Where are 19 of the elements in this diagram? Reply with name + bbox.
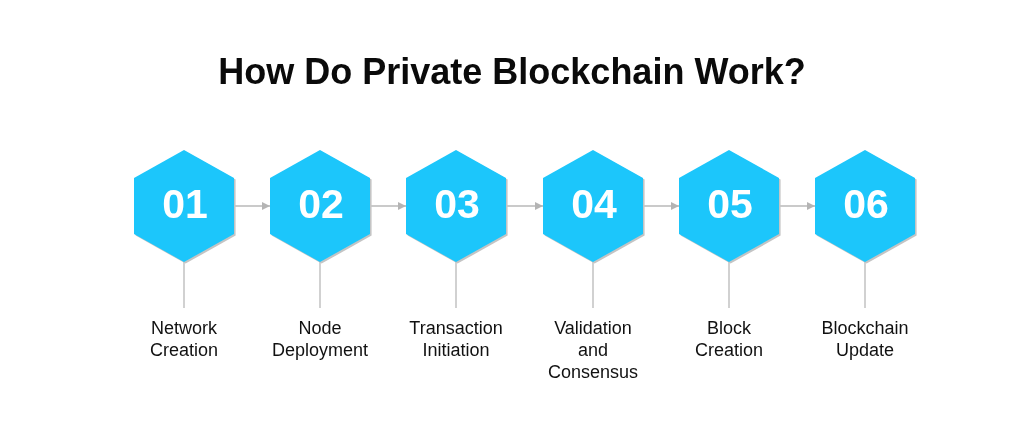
step-number: 03 [434, 182, 480, 226]
leader-line [592, 261, 594, 309]
step-label: Node Deployment [270, 317, 369, 361]
leader-line [455, 261, 457, 309]
step-label: Blockchain Update [820, 317, 910, 361]
leader-line [864, 261, 866, 309]
step-label: Block Creation [693, 317, 764, 361]
leader-line [183, 261, 185, 309]
step-number: 06 [843, 182, 889, 226]
step-number: 04 [571, 182, 617, 226]
diagram-title: How Do Private Blockchain Work? [218, 50, 806, 94]
step-label: Validation and Consensus [546, 317, 640, 383]
leader-line [728, 261, 730, 309]
step-label: Transaction Initiation [408, 317, 504, 361]
step-label: Network Creation [148, 317, 219, 361]
leader-line [319, 261, 321, 309]
step-number: 02 [298, 182, 344, 226]
step-number: 05 [707, 182, 753, 226]
step-number: 01 [162, 182, 208, 226]
